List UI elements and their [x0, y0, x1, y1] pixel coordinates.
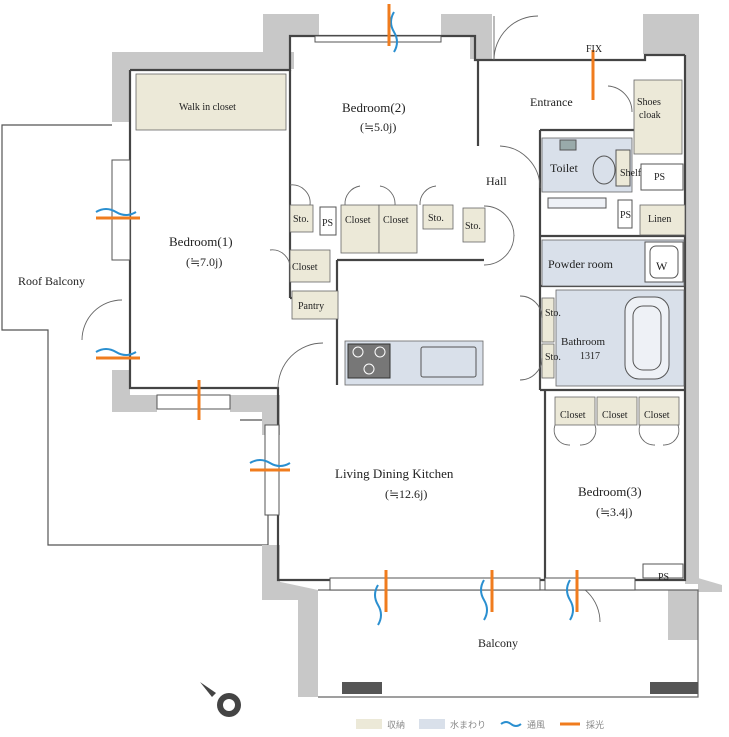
door-swings	[81, 15, 680, 623]
daylight-ray-icon	[560, 722, 581, 726]
storage-swatch-icon	[356, 719, 382, 729]
bathroom-size: 1317	[580, 351, 600, 362]
legend-ventilation: 通風	[500, 718, 545, 731]
legend: 収納 水まわり 通風 採光	[356, 716, 612, 732]
closet-label: Closet	[292, 262, 318, 273]
ventilation-icons	[95, 11, 574, 626]
structural-columns	[112, 14, 722, 697]
legend-label: 通風	[527, 720, 546, 731]
fix-window-label: FIX	[586, 44, 603, 55]
roof-balcony	[1, 124, 269, 546]
legend-storage: 収納	[356, 718, 405, 731]
bedroom1-label: Bedroom(1)	[169, 234, 233, 249]
powder-room-label: Powder room	[548, 257, 614, 271]
legend-daylight: 採光	[559, 718, 604, 731]
legend-wet-area: 水まわり	[419, 718, 486, 731]
ventilation-wave-icon	[500, 721, 522, 727]
balcony-label: Balcony	[478, 636, 518, 650]
closet-label: Closet	[345, 215, 371, 226]
shoes-cloak-label-2: cloak	[639, 110, 661, 121]
linen-label: Linen	[648, 214, 671, 225]
sto-label: Sto.	[465, 221, 481, 232]
bedroom3-size: (≒3.4j)	[596, 505, 632, 519]
closet-label: Closet	[644, 410, 670, 421]
bedroom3-label: Bedroom(3)	[578, 484, 642, 499]
storage-areas	[135, 73, 686, 426]
hall-label: Hall	[486, 174, 507, 188]
daylight-icons	[96, 4, 595, 612]
sto-label: Sto.	[428, 213, 444, 224]
ps-label: PS	[322, 218, 333, 229]
ps-label: PS	[658, 572, 669, 583]
bathroom-label: Bathroom	[561, 336, 605, 348]
ps-label: PS	[654, 172, 665, 183]
bedroom2-size: (≒5.0j)	[360, 120, 396, 134]
entrance-label: Entrance	[530, 95, 573, 109]
bedroom2-label: Bedroom(2)	[342, 100, 406, 115]
toilet-label: Toilet	[550, 161, 578, 175]
sto-label: Sto.	[545, 352, 561, 363]
closet-label: Closet	[383, 215, 409, 226]
compass-icon	[200, 682, 241, 717]
bedroom1-size: (≒7.0j)	[186, 255, 222, 269]
pantry-label: Pantry	[298, 301, 324, 312]
closet-label: Closet	[602, 410, 628, 421]
roof-balcony-label: Roof Balcony	[18, 274, 85, 288]
ldk-size: (≒12.6j)	[385, 487, 427, 501]
balcony-outline	[318, 589, 699, 698]
wet-area-swatch-icon	[419, 719, 446, 729]
closet-label: Closet	[560, 410, 586, 421]
washer-label: W	[656, 259, 668, 273]
fixtures	[319, 139, 684, 579]
ps-label: PS	[620, 210, 631, 221]
sto-label: Sto.	[545, 308, 561, 319]
ldk-label: Living Dining Kitchen	[335, 466, 454, 481]
walk-in-closet-label: Walk in closet	[179, 102, 236, 113]
shoes-cloak-label-1: Shoes	[637, 97, 661, 108]
legend-label: 水まわり	[450, 720, 487, 731]
legend-label: 収納	[387, 720, 406, 731]
sto-label: Sto.	[293, 214, 309, 225]
legend-label: 採光	[586, 720, 605, 731]
shelf-label: Shelf	[620, 168, 642, 179]
